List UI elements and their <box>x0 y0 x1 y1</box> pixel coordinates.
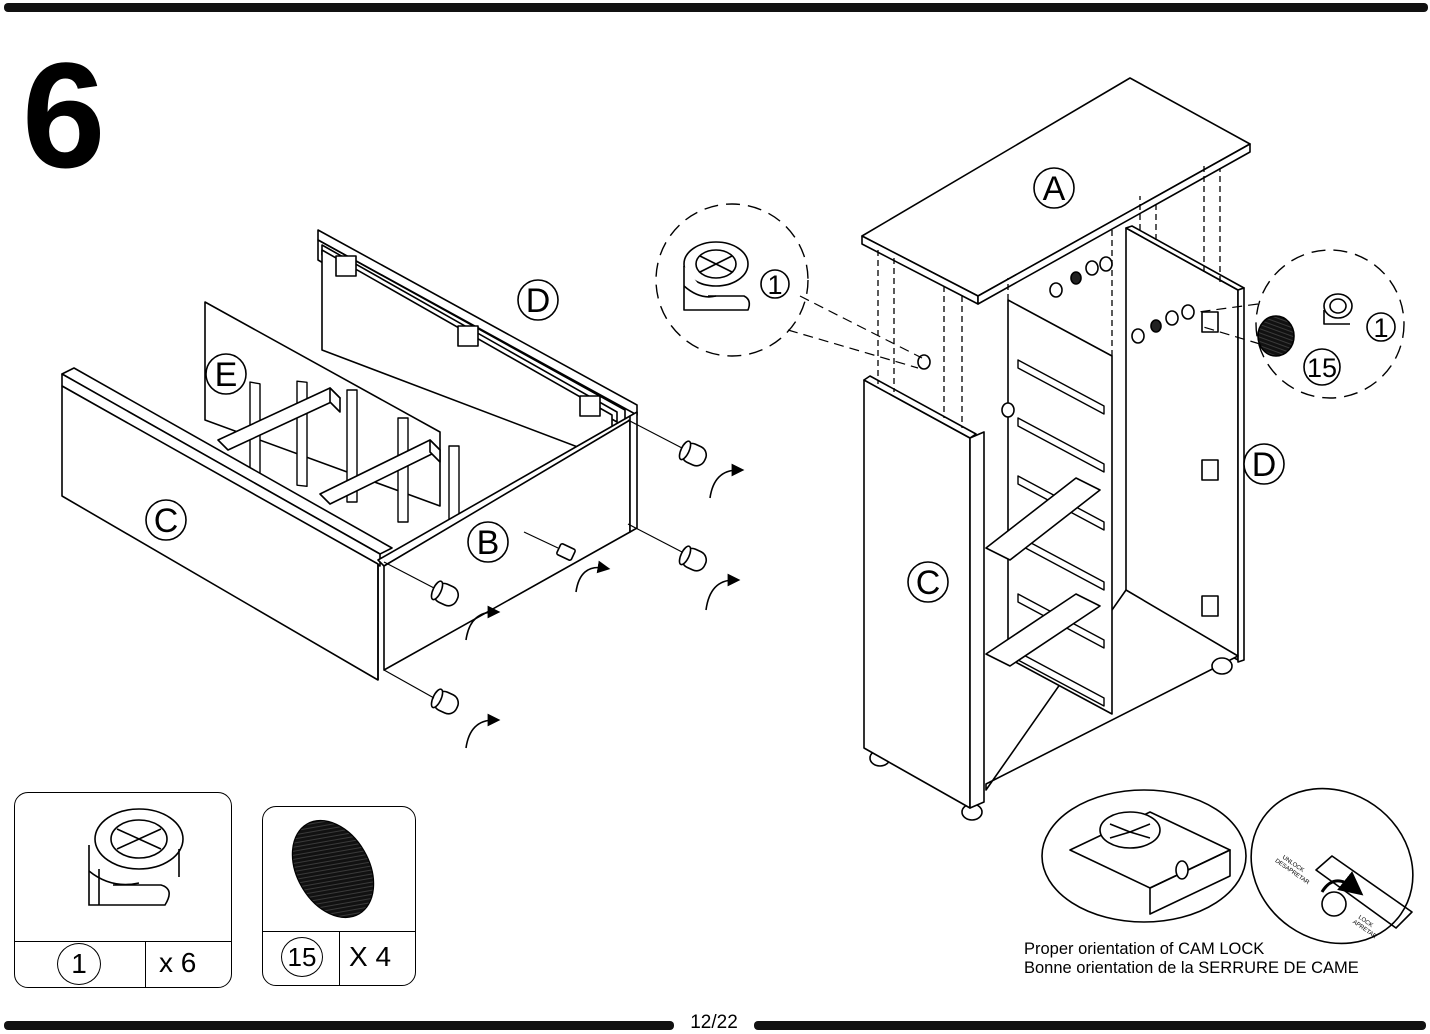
panel-d-right <box>1125 225 1245 663</box>
label-panel-c-right: C <box>916 564 941 602</box>
top-rule <box>4 3 1428 12</box>
label-panel-b: B <box>477 524 500 562</box>
caption-french: Bonne orientation de la SERRURE DE CAME <box>1024 959 1359 977</box>
page-number: 12/22 <box>676 1012 752 1034</box>
cam-lock-lock-direction-detail <box>1250 787 1414 945</box>
cam-lock-orientation-detail <box>1041 789 1247 923</box>
bottom-rule-left <box>4 1021 674 1030</box>
cam-lock-icon <box>683 241 751 311</box>
label-panel-e: E <box>215 356 238 394</box>
step-number: 6 <box>22 31 105 199</box>
part-box-cam-lock: 1 x 6 <box>14 792 232 988</box>
label-panel-c-left: C <box>154 502 179 540</box>
caption-english: Proper orientation of CAM LOCK <box>1024 940 1265 958</box>
part-box-cover-cap: 15 X 4 <box>262 806 416 986</box>
part-qty-15: X 4 <box>349 941 392 972</box>
panel-c-front <box>61 367 393 681</box>
callout-cap-right: 15 <box>1307 353 1337 383</box>
cam-lock-caption: Proper orientation of CAM LOCK Bonne ori… <box>1024 940 1359 978</box>
label-panel-d-left: D <box>526 282 551 320</box>
panel-d-back <box>317 229 638 461</box>
label-panel-d-right: D <box>1252 446 1277 484</box>
part-id-1: 1 <box>57 943 101 985</box>
cam-lock-icon <box>88 808 184 906</box>
part-qty-1: x 6 <box>159 947 197 978</box>
bottom-rule-right <box>754 1021 1426 1030</box>
label-panel-a: A <box>1043 170 1066 208</box>
callout-cam-right: 1 <box>1373 313 1388 343</box>
callout-cam-left: 1 <box>767 270 782 300</box>
part-id-15: 15 <box>281 937 323 977</box>
cover-cap-icon <box>291 819 375 919</box>
